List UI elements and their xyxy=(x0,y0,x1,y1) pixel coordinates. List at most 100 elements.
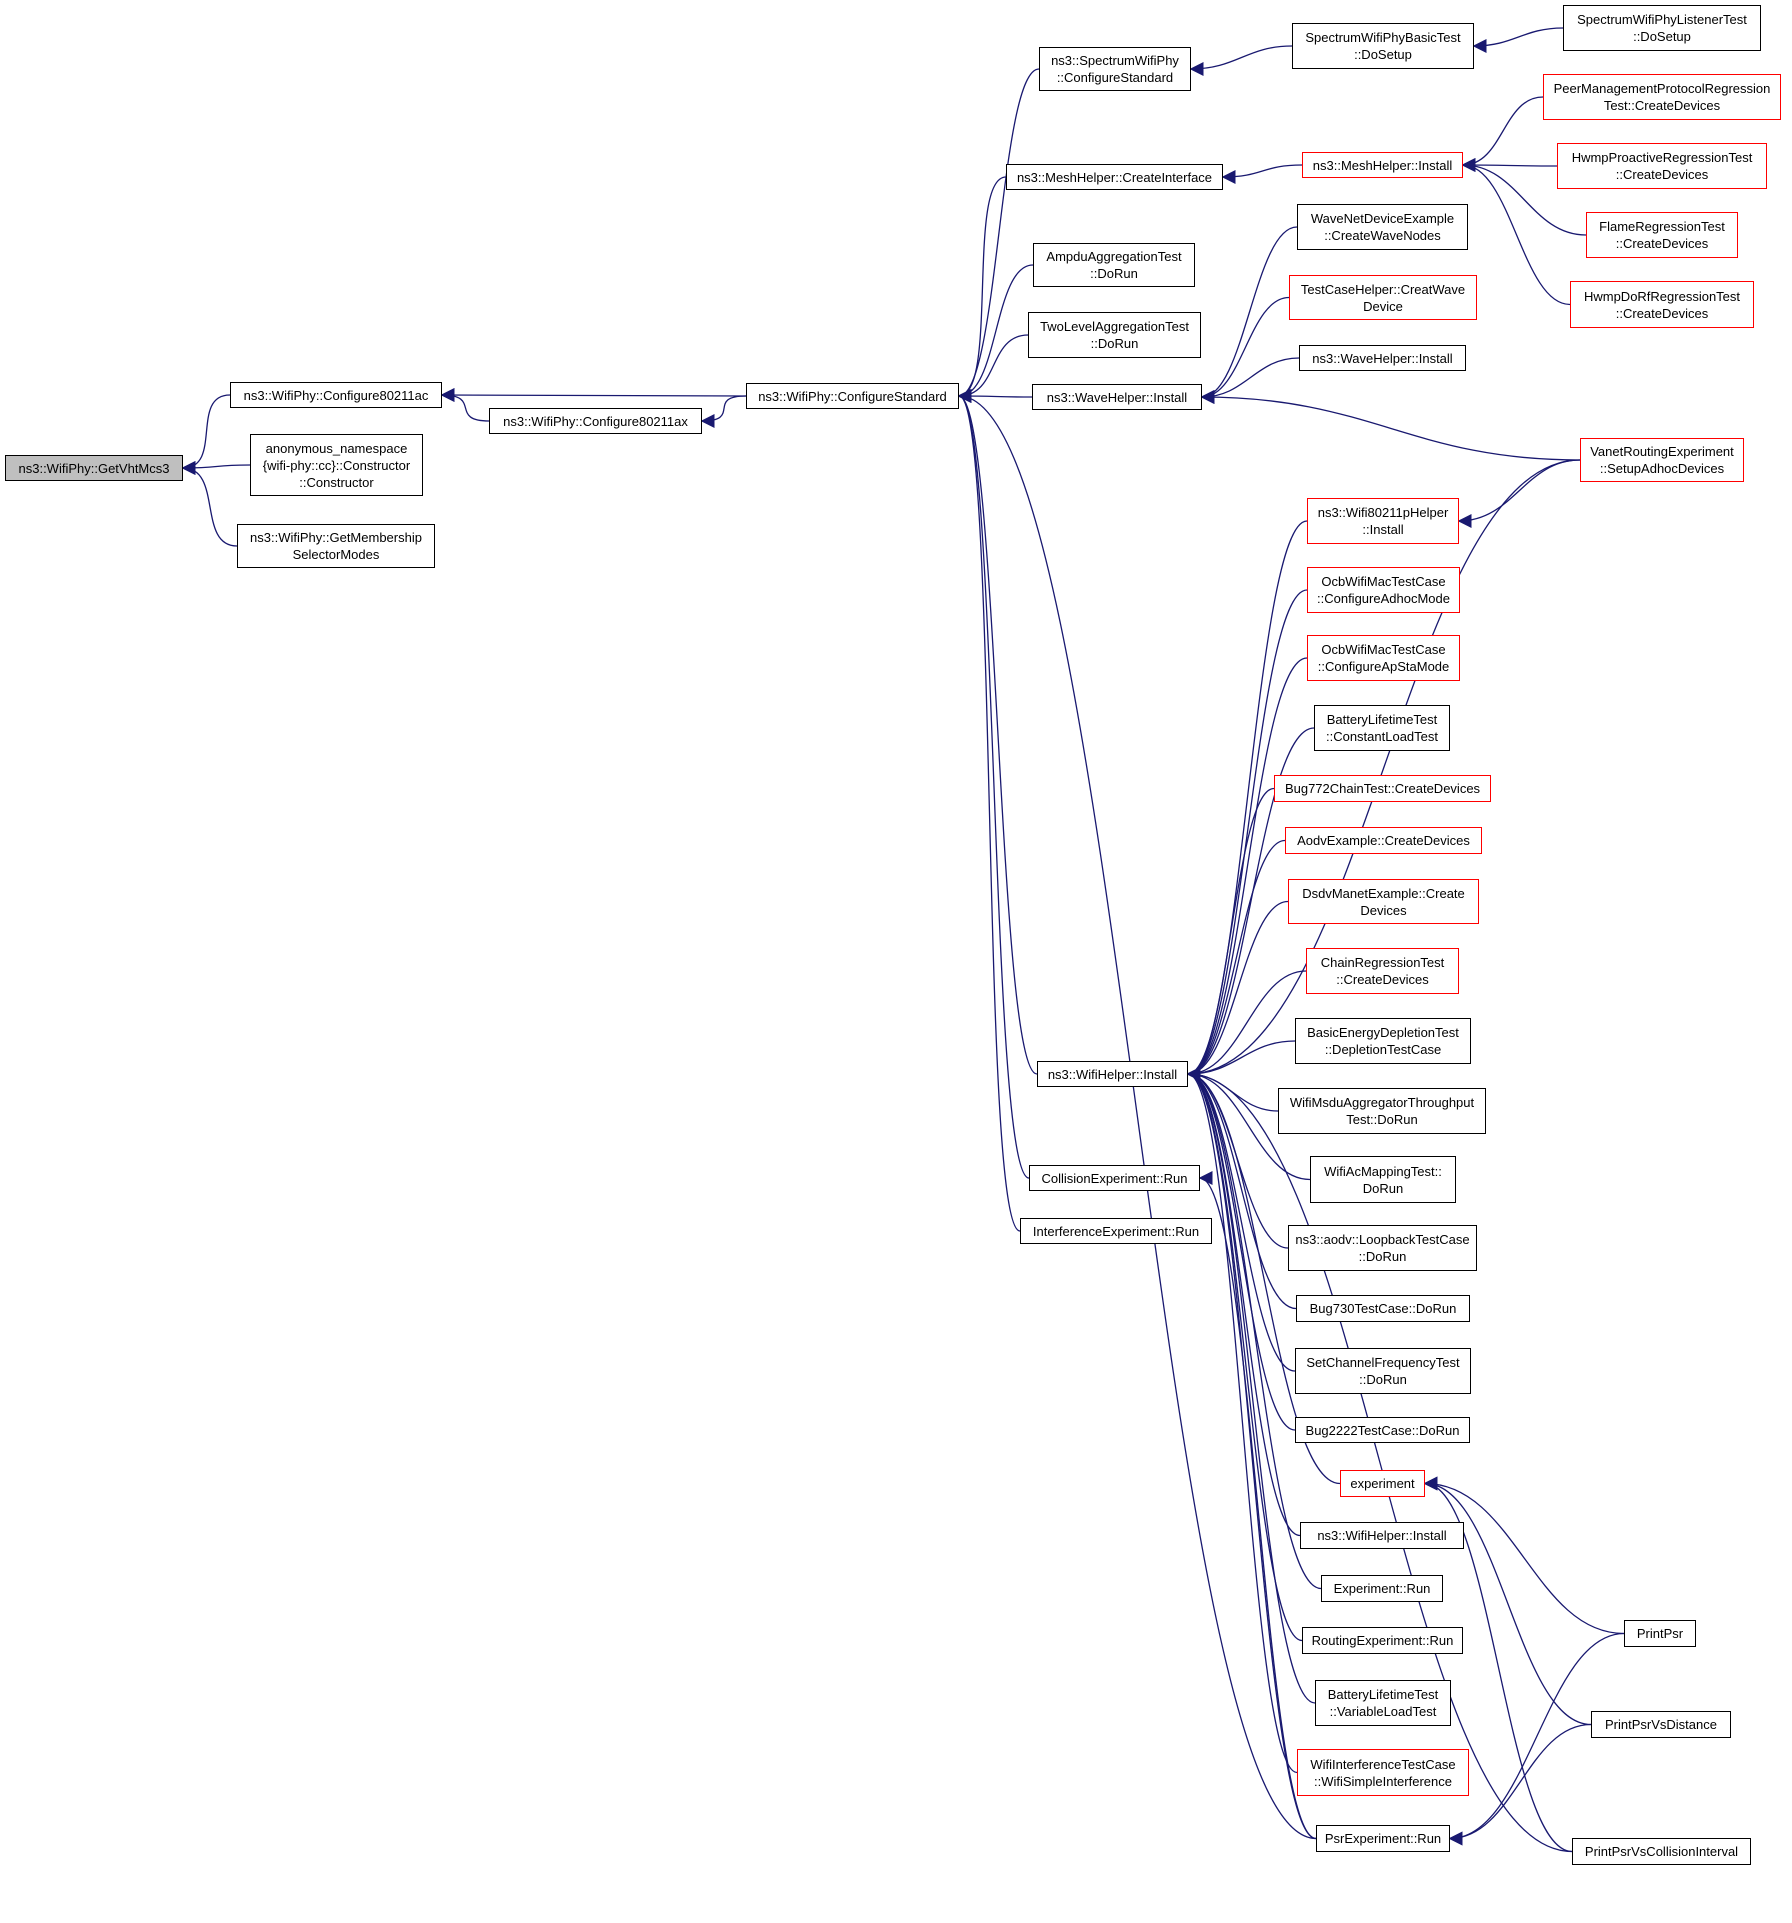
node-waveinst[interactable]: ns3::WaveHelper::Install xyxy=(1032,384,1202,410)
node-vanet[interactable]: VanetRoutingExperiment ::SetupAdhocDevic… xyxy=(1580,438,1744,482)
node-batvar[interactable]: BatteryLifetimeTest ::VariableLoadTest xyxy=(1315,1680,1451,1726)
node-printpsrcoll[interactable]: PrintPsrVsCollisionInterval xyxy=(1572,1838,1751,1865)
edge-batvar-to-wifiinst xyxy=(1186,1067,1316,1704)
node-bug2222[interactable]: Bug2222TestCase::DoRun xyxy=(1295,1417,1470,1443)
edge-interf-to-cstd xyxy=(957,389,1021,1232)
node-swpbasic[interactable]: SpectrumWifiPhyBasicTest ::DoSetup xyxy=(1292,23,1474,69)
edge-printpsrdist-to-experiment xyxy=(1423,1476,1592,1726)
node-dsdv[interactable]: DsdvManetExample::Create Devices xyxy=(1288,879,1479,924)
node-aodvex[interactable]: AodvExample::CreateDevices xyxy=(1285,827,1482,854)
edge-bug730-to-wifiinst xyxy=(1186,1067,1297,1310)
node-swpcs[interactable]: ns3::SpectrumWifiPhy ::ConfigureStandard xyxy=(1039,47,1191,91)
node-msdu[interactable]: WifiMsduAggregatorThroughput Test::DoRun xyxy=(1278,1088,1486,1134)
edge-wifiinterf-to-wifiinst xyxy=(1186,1067,1298,1774)
node-bug730[interactable]: Bug730TestCase::DoRun xyxy=(1296,1295,1470,1322)
node-ocbadhoc[interactable]: OcbWifiMacTestCase ::ConfigureAdhocMode xyxy=(1307,567,1460,613)
edge-meshci-to-cstd xyxy=(957,176,1007,403)
edge-psrexp-to-cstd xyxy=(957,389,1317,1840)
node-wifiinst[interactable]: ns3::WifiHelper::Install xyxy=(1037,1061,1188,1087)
node-hwmpproact[interactable]: HwmpProactiveRegressionTest ::CreateDevi… xyxy=(1557,143,1767,189)
edge-cstd-to-c80211ac xyxy=(440,388,747,403)
edge-hwmpdorf-to-meshinst xyxy=(1461,158,1571,306)
node-interf[interactable]: InterferenceExperiment::Run xyxy=(1020,1218,1212,1244)
edge-bug772-to-wifiinst xyxy=(1186,787,1275,1081)
edge-printpsrdist-to-psrexp xyxy=(1448,1723,1592,1846)
edge-hwmpproact-to-meshinst xyxy=(1461,158,1558,173)
node-tchelper[interactable]: TestCaseHelper::CreatWave Device xyxy=(1289,275,1477,320)
edge-wifiinst-to-cstd xyxy=(957,389,1038,1075)
node-collision[interactable]: CollisionExperiment::Run xyxy=(1029,1165,1200,1191)
edge-psrexp-to-collision xyxy=(1198,1171,1317,1840)
node-ampdu[interactable]: AmpduAggregationTest ::DoRun xyxy=(1033,243,1195,287)
node-peermgmt[interactable]: PeerManagementProtocolRegression Test::C… xyxy=(1543,74,1781,120)
node-routexp[interactable]: RoutingExperiment::Run xyxy=(1302,1627,1463,1654)
node-wifiinst2[interactable]: ns3::WifiHelper::Install xyxy=(1300,1522,1464,1549)
node-acmap[interactable]: WifiAcMappingTest:: DoRun xyxy=(1310,1156,1456,1203)
edge-collision-to-cstd xyxy=(957,389,1030,1179)
edge-tchelper-to-waveinst xyxy=(1200,296,1290,404)
edge-routexp-to-wifiinst xyxy=(1186,1067,1303,1642)
edge-printpsrcoll-to-wifiinst xyxy=(1186,1067,1573,1853)
node-ocbapsta[interactable]: OcbWifiMacTestCase ::ConfigureApStaMode xyxy=(1307,635,1460,681)
edge-swpcs-to-cstd xyxy=(957,68,1040,403)
edge-waveinst-to-cstd xyxy=(957,389,1033,404)
edge-peermgmt-to-meshinst xyxy=(1461,96,1544,172)
node-c80211ax[interactable]: ns3::WifiPhy::Configure80211ax xyxy=(489,408,702,434)
edge-dsdv-to-wifiinst xyxy=(1186,900,1289,1081)
node-bug772[interactable]: Bug772ChainTest::CreateDevices xyxy=(1274,775,1491,802)
node-twolevel[interactable]: TwoLevelAggregationTest ::DoRun xyxy=(1028,312,1201,358)
edge-cstd-to-c80211ax xyxy=(700,395,747,428)
node-anon[interactable]: anonymous_namespace {wifi-phy::cc}::Cons… xyxy=(250,434,423,496)
node-hwmpdorf[interactable]: HwmpDoRfRegressionTest ::CreateDevices xyxy=(1570,281,1754,328)
edge-chainreg-to-wifiinst xyxy=(1186,970,1307,1081)
edge-vanet-to-waveinst xyxy=(1200,390,1581,461)
edge-acmap-to-wifiinst xyxy=(1186,1067,1311,1181)
node-batconst[interactable]: BatteryLifetimeTest ::ConstantLoadTest xyxy=(1314,705,1450,751)
node-exprun[interactable]: Experiment::Run xyxy=(1321,1575,1443,1602)
edge-vanet-to-wifiinst xyxy=(1186,459,1581,1081)
node-cstd[interactable]: ns3::WifiPhy::ConfigureStandard xyxy=(746,383,959,409)
node-flame[interactable]: FlameRegressionTest ::CreateDevices xyxy=(1586,212,1738,258)
edge-wavenet-to-waveinst xyxy=(1200,226,1298,404)
edge-printpsr-to-psrexp xyxy=(1448,1632,1625,1846)
node-c80211ac[interactable]: ns3::WifiPhy::Configure80211ac xyxy=(230,382,442,408)
node-getvht: ns3::WifiPhy::GetVhtMcs3 xyxy=(5,455,183,481)
node-aodvloop[interactable]: ns3::aodv::LoopbackTestCase ::DoRun xyxy=(1288,1225,1477,1271)
edge-basicenergy-to-wifiinst xyxy=(1186,1040,1296,1081)
node-printpsr[interactable]: PrintPsr xyxy=(1624,1620,1696,1647)
edge-ocbadhoc-to-wifiinst xyxy=(1186,589,1308,1081)
edge-experiment-to-wifiinst xyxy=(1186,1067,1341,1485)
node-printpsrdist[interactable]: PrintPsrVsDistance xyxy=(1591,1711,1731,1738)
edge-swpbasic-to-swpcs xyxy=(1189,45,1293,76)
node-meshci[interactable]: ns3::MeshHelper::CreateInterface xyxy=(1006,164,1223,190)
node-wifiinterf[interactable]: WifiInterferenceTestCase ::WifiSimpleInt… xyxy=(1297,1749,1469,1796)
edge-swplistener-to-swpbasic xyxy=(1472,27,1564,53)
edge-batconst-to-wifiinst xyxy=(1186,727,1315,1081)
edge-c80211ax-to-c80211ac xyxy=(440,388,490,422)
node-basicenergy[interactable]: BasicEnergyDepletionTest ::DepletionTest… xyxy=(1295,1018,1471,1064)
edge-wifiinst2-to-wifiinst xyxy=(1186,1067,1301,1537)
edge-c80211ac-to-getvht xyxy=(181,394,231,475)
node-swplistener[interactable]: SpectrumWifiPhyListenerTest ::DoSetup xyxy=(1563,5,1761,51)
node-wavenet[interactable]: WaveNetDeviceExample ::CreateWaveNodes xyxy=(1297,204,1468,250)
edge-ampdu-to-cstd xyxy=(957,264,1034,403)
edge-setchan-to-wifiinst xyxy=(1186,1067,1296,1372)
node-chainreg[interactable]: ChainRegressionTest ::CreateDevices xyxy=(1306,948,1459,994)
edge-exprun-to-wifiinst xyxy=(1186,1067,1322,1590)
edge-flame-to-meshinst xyxy=(1461,158,1587,236)
edge-vanet-to-w80211p xyxy=(1457,459,1581,528)
node-meshinst[interactable]: ns3::MeshHelper::Install xyxy=(1302,152,1463,178)
edge-printpsrcoll-to-experiment xyxy=(1423,1476,1573,1853)
edge-getmemb-to-getvht xyxy=(181,461,238,547)
node-experiment[interactable]: experiment xyxy=(1340,1470,1425,1497)
node-w80211p[interactable]: ns3::Wifi80211pHelper ::Install xyxy=(1307,498,1459,544)
edge-ocbapsta-to-wifiinst xyxy=(1186,657,1308,1081)
node-waveinst2[interactable]: ns3::WaveHelper::Install xyxy=(1299,345,1466,371)
node-getmemb[interactable]: ns3::WifiPhy::GetMembership SelectorMode… xyxy=(237,524,435,568)
node-psrexp[interactable]: PsrExperiment::Run xyxy=(1316,1825,1450,1852)
node-setchan[interactable]: SetChannelFrequencyTest ::DoRun xyxy=(1295,1348,1471,1394)
edge-aodvex-to-wifiinst xyxy=(1186,839,1286,1081)
edge-meshinst-to-meshci xyxy=(1221,164,1303,184)
